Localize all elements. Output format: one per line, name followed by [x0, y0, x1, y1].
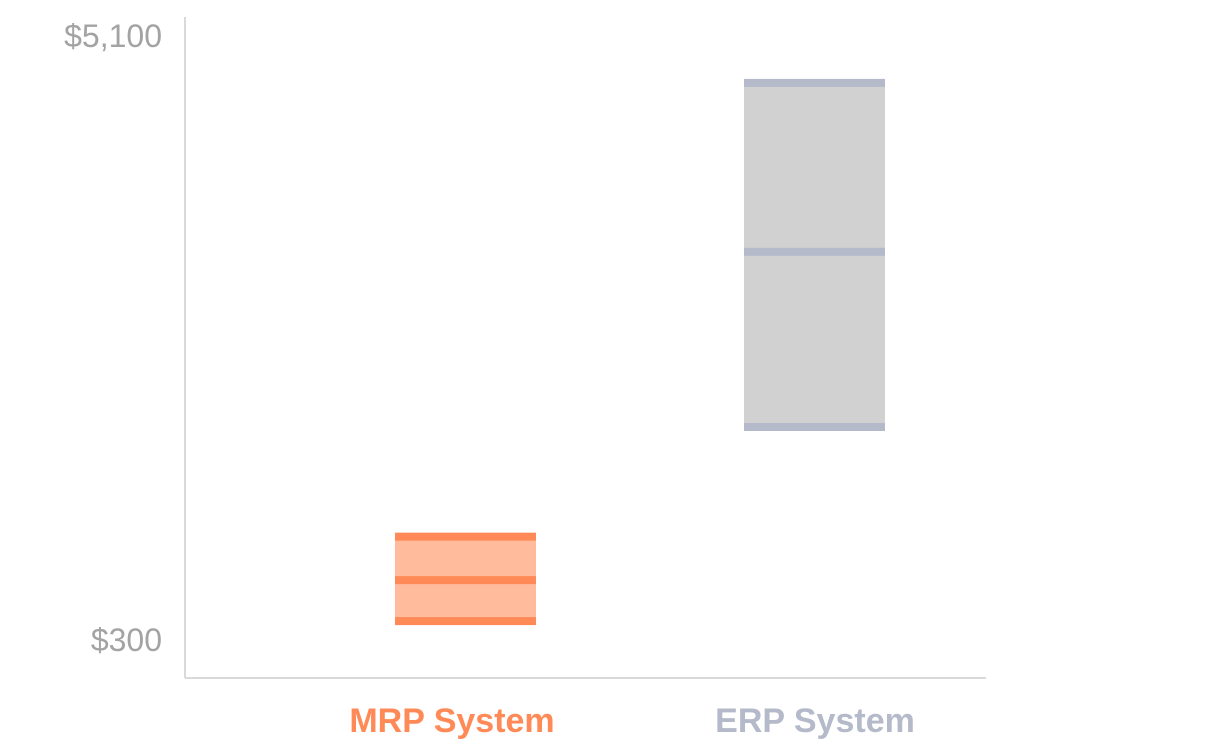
- mid-marker-mrp-system: [395, 576, 536, 585]
- y-tick-label-bottom: $300: [91, 622, 162, 658]
- high-marker-mrp-system: [395, 532, 536, 541]
- y-tick-label-top: $5,100: [64, 18, 162, 54]
- low-marker-mrp-system: [395, 617, 536, 626]
- mid-marker-erp-system: [744, 247, 885, 256]
- x-category-label-erp: ERP System: [715, 702, 915, 740]
- x-category-label-mrp: MRP System: [349, 702, 554, 740]
- plot-layer: [395, 78, 885, 626]
- high-marker-erp-system: [744, 78, 885, 87]
- low-marker-erp-system: [744, 422, 885, 431]
